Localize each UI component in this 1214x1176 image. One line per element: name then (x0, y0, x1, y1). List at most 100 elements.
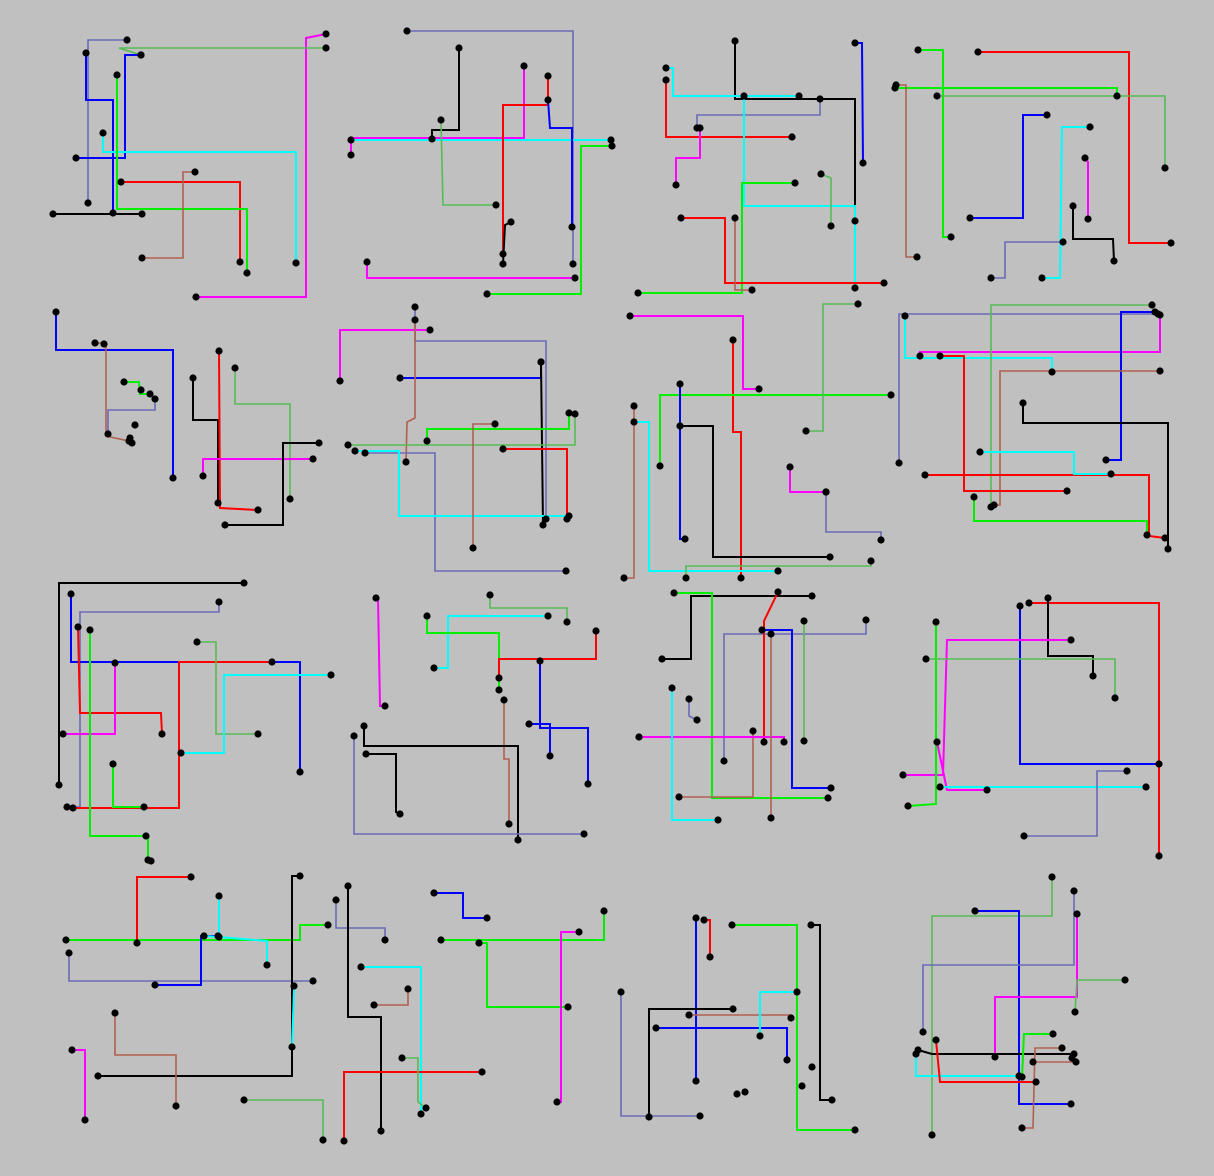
terminal-dot (807, 921, 815, 929)
terminal-dot (685, 695, 693, 703)
terminal-dot (741, 1088, 749, 1096)
terminal-dot (1018, 1073, 1026, 1081)
terminal-dot (537, 358, 545, 366)
terminal-dot (1069, 202, 1077, 210)
black-wire-68 (680, 425, 830, 558)
terminal-dot (437, 116, 445, 124)
black-wire-20 (734, 41, 856, 221)
terminal-dot (668, 684, 676, 692)
terminal-dot (1019, 399, 1027, 407)
terminal-dot (286, 495, 294, 503)
sage-wire-119 (926, 658, 1116, 698)
brown-wire-54 (405, 320, 416, 463)
terminal-dot (1111, 694, 1119, 702)
terminal-dot (292, 259, 300, 267)
terminal-dot (296, 872, 304, 880)
terminal-dot (729, 1005, 737, 1013)
terminal-dot (332, 896, 340, 904)
brown-wire-139 (374, 989, 409, 1006)
terminal-dot (822, 488, 830, 496)
terminal-dot (676, 422, 684, 430)
terminal-dot (851, 1126, 859, 1134)
terminal-dot (324, 921, 332, 929)
terminal-dot (231, 364, 239, 372)
blue-wire-137 (434, 892, 487, 919)
sage-wire-1 (118, 47, 326, 56)
terminal-dot (350, 732, 358, 740)
cyan-wire-5 (102, 133, 297, 263)
terminal-dot (851, 39, 859, 47)
terminal-dot (86, 626, 94, 634)
terminal-dot (919, 1028, 927, 1036)
terminal-dot (486, 591, 494, 599)
terminal-dot (892, 81, 900, 89)
terminal-dot (363, 258, 371, 266)
terminal-dot (62, 936, 70, 944)
slate-wire-156 (922, 891, 1075, 1032)
terminal-dot (933, 92, 941, 100)
magenta-wire-25 (675, 128, 701, 185)
green-wire-17 (487, 145, 612, 295)
magenta-wire-0 (196, 33, 327, 298)
terminal-dot (916, 352, 924, 360)
cyan-wire-153 (759, 991, 797, 1036)
terminal-dot (133, 939, 141, 947)
terminal-dot (1070, 887, 1078, 895)
magenta-wire-61 (630, 315, 759, 390)
terminal-dot (1161, 534, 1169, 542)
terminal-dot (783, 1056, 791, 1064)
terminal-dot (729, 336, 737, 344)
terminal-dot (696, 1112, 704, 1120)
magenta-wire-121 (936, 741, 987, 791)
cyan-wire-37 (1042, 126, 1090, 279)
terminal-dot (656, 462, 664, 470)
terminal-dot (240, 579, 248, 587)
terminal-dot (340, 1137, 348, 1145)
red-wire-125 (136, 876, 191, 943)
terminal-dot (215, 933, 223, 941)
red-wire-28 (681, 217, 884, 284)
terminal-dot (544, 72, 552, 80)
terminal-dot (976, 448, 984, 456)
black-wire-53 (540, 361, 544, 526)
black-wire-150 (648, 1008, 733, 1117)
terminal-dot (104, 430, 112, 438)
terminal-dot (483, 914, 491, 922)
terminal-dot (676, 380, 684, 388)
terminal-layer (49, 27, 1175, 1145)
terminal-dot (575, 928, 583, 936)
sage-wire-47 (234, 368, 291, 499)
terminal-dot (895, 459, 903, 467)
terminal-dot (193, 638, 201, 646)
terminal-dot (608, 142, 616, 150)
terminal-dot (563, 515, 571, 523)
terminal-dot (662, 64, 670, 72)
terminal-dot (109, 209, 117, 217)
green-wire-105 (674, 592, 828, 799)
terminal-dot (544, 96, 552, 104)
terminal-dot (1086, 123, 1094, 131)
terminal-dot (947, 233, 955, 241)
terminal-dot (936, 352, 944, 360)
terminal-dot (1110, 257, 1118, 265)
terminal-dot (1156, 367, 1164, 375)
terminal-dot (146, 390, 154, 398)
terminal-dot (607, 136, 615, 144)
terminal-dot (1113, 92, 1121, 100)
terminal-dot (867, 557, 875, 565)
terminal-dot (899, 771, 907, 779)
terminal-dot (1025, 599, 1033, 607)
terminal-dot (483, 290, 491, 298)
terminal-dot (214, 499, 222, 507)
sage-wire-94 (489, 595, 568, 622)
terminal-dot (756, 1032, 764, 1040)
terminal-dot (731, 37, 739, 45)
terminal-dot (59, 730, 67, 738)
terminal-dot (677, 214, 685, 222)
terminal-dot (887, 391, 895, 399)
terminal-dot (568, 223, 576, 231)
terminal-dot (422, 1104, 430, 1112)
terminal-dot (682, 574, 690, 582)
terminal-dot (592, 627, 600, 635)
terminal-dot (138, 254, 146, 262)
